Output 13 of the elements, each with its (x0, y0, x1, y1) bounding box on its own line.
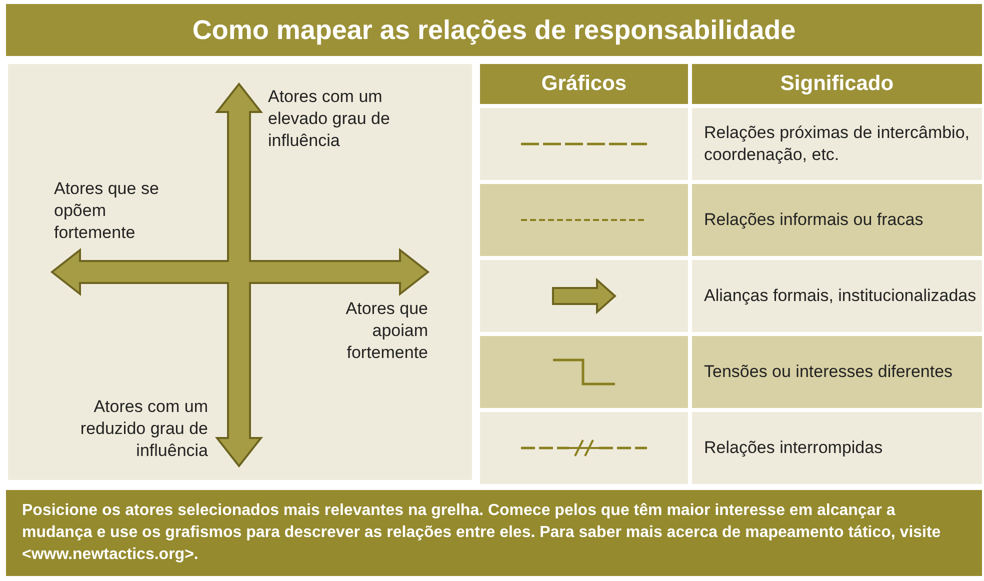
table-cell: Relações informais ou fracas (692, 184, 982, 256)
axis-label: Atores com um elevado grau de influência (268, 86, 391, 152)
axis-label: Atores que apoiam fortemente (344, 298, 428, 364)
axis-label: Atores que se opõem fortemente (54, 178, 160, 244)
axis-label: Atores com um reduzido grau de influência (79, 396, 208, 462)
table-cell: Alianças formais, institucionalizadas (692, 260, 982, 332)
title-bar: Como mapear as relações de responsabilidade (6, 4, 982, 56)
caption-text: Posicione os atores selecionados mais relevantes na grelha. Comece pelos que têm maior interesse em alcançar a mudança e use os grafismos para descrever as relações entre eles. Para saber mais acerca de mapeamento tático, visite <www.newtactics.org>. (6, 490, 982, 576)
column-header: Gráficos (480, 64, 688, 104)
table-cell: Relações próximas de intercâmbio, coordenação, etc. (692, 108, 982, 180)
table-cell: Relações interrompidas (692, 412, 982, 484)
column-header: Significado (692, 64, 982, 104)
table-cell: Tensões ou interesses diferentes (692, 336, 982, 408)
